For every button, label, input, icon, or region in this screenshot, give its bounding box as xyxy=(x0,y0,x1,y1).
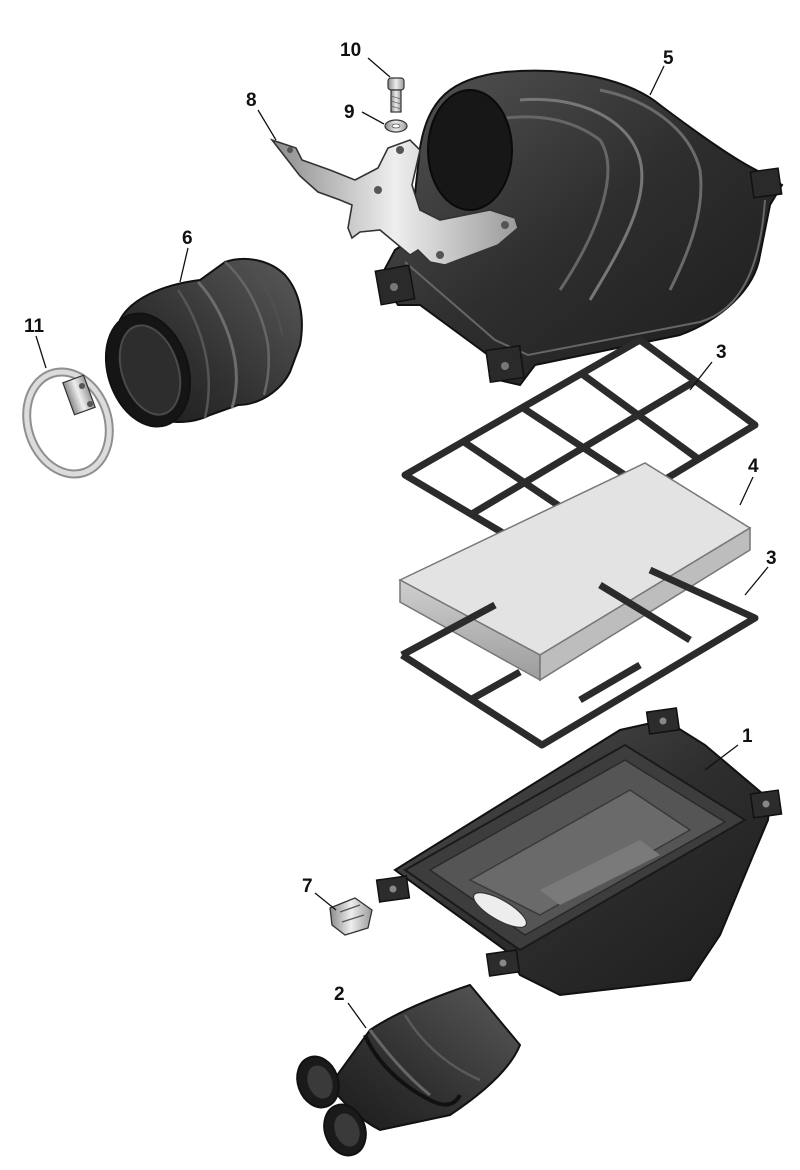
leader-7 xyxy=(314,892,337,911)
callout-3-lower: 3 xyxy=(766,548,777,569)
callout-5: 5 xyxy=(663,48,674,69)
callout-11: 11 xyxy=(24,316,45,337)
clip-part xyxy=(329,897,373,936)
callout-6: 6 xyxy=(182,228,193,249)
hose-clamp-part xyxy=(22,367,114,479)
callout-10: 10 xyxy=(340,40,361,61)
bracket-part xyxy=(269,138,519,266)
outlet-duct-part xyxy=(296,983,522,1157)
bolt-part xyxy=(387,77,405,113)
leader-6 xyxy=(179,247,189,283)
leader-5 xyxy=(649,65,665,96)
leader-lines xyxy=(35,57,769,1029)
leader-2 xyxy=(347,1002,367,1029)
leader-9 xyxy=(361,111,385,125)
intake-boot-part xyxy=(104,257,303,428)
leader-1 xyxy=(704,744,739,771)
callout-7: 7 xyxy=(302,876,313,897)
callout-labels: 10 9 8 5 6 11 3 4 3 1 7 2 xyxy=(24,40,777,1005)
leader-10 xyxy=(367,57,391,78)
callout-9: 9 xyxy=(344,102,355,123)
foam-filter-part xyxy=(398,462,752,682)
callout-8: 8 xyxy=(246,90,257,111)
washer-part xyxy=(384,119,408,133)
airbox-base-part xyxy=(375,707,783,997)
leader-8 xyxy=(257,109,277,141)
callout-3-upper: 3 xyxy=(716,342,727,363)
leader-11 xyxy=(35,335,47,369)
leader-3a xyxy=(689,361,713,391)
leader-4 xyxy=(739,476,754,506)
airbox-cover-part xyxy=(374,69,784,387)
leader-3b xyxy=(744,566,769,596)
callout-2: 2 xyxy=(334,984,345,1005)
filter-grid-lower-part xyxy=(400,566,759,749)
callout-4: 4 xyxy=(748,456,759,477)
callout-1: 1 xyxy=(742,726,753,747)
